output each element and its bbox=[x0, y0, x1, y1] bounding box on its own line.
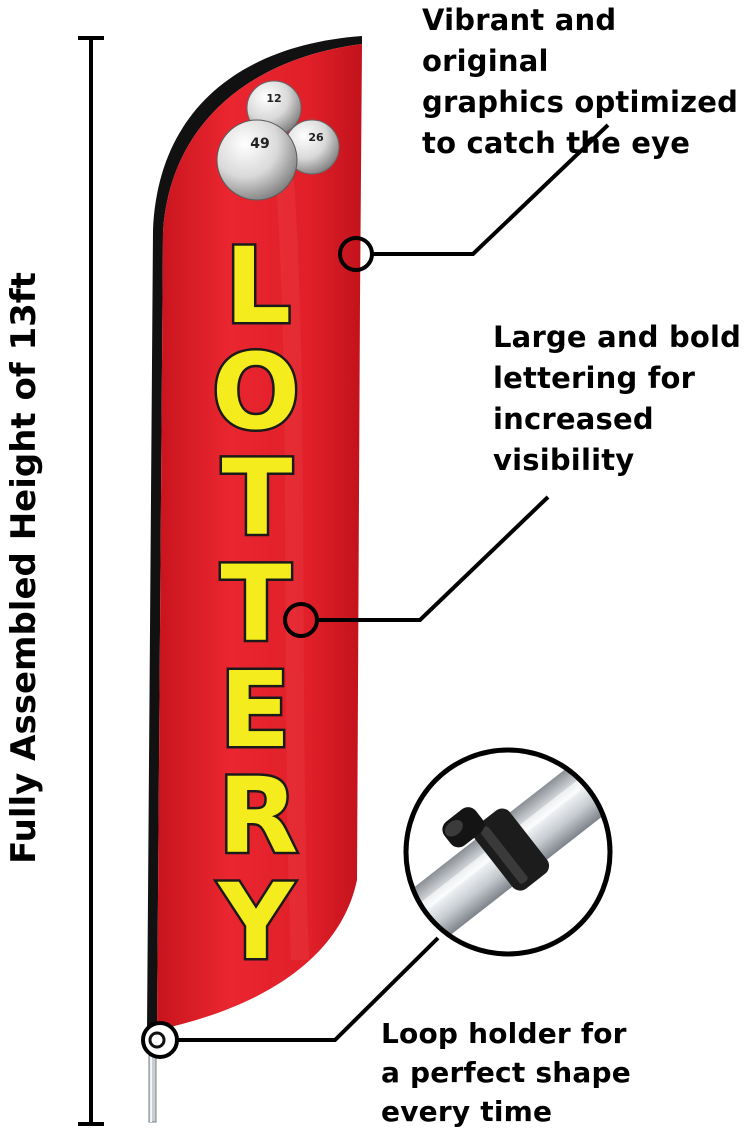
flag-letter: Y bbox=[216, 861, 295, 983]
flag-letter: T bbox=[221, 543, 292, 665]
flag-body bbox=[157, 44, 362, 1030]
lottery-balls-graphic: 12 26 49 bbox=[216, 80, 340, 201]
flag-letter: R bbox=[218, 755, 298, 877]
svg-text:26: 26 bbox=[308, 131, 324, 144]
callout-leader-loop-holder bbox=[141, 936, 440, 1059]
flag-letter: T bbox=[222, 437, 293, 559]
callout-leader-lettering bbox=[283, 495, 550, 638]
callout-loop-holder-text: Loop holder for a perfect shape every ti… bbox=[381, 1017, 631, 1128]
flag-letter: O bbox=[212, 331, 300, 453]
height-dimension-line bbox=[78, 36, 104, 1126]
flag-letter: L bbox=[225, 225, 291, 347]
callout-lettering-text: Large and bold lettering for increased v… bbox=[493, 320, 742, 477]
callout-leader-graphics bbox=[338, 123, 610, 272]
flag-letter: E bbox=[219, 649, 290, 771]
ground-spike bbox=[148, 1049, 157, 1123]
svg-text:49: 49 bbox=[250, 136, 269, 152]
lottery-ball: 49 bbox=[216, 119, 298, 201]
svg-text:12: 12 bbox=[266, 92, 281, 105]
loop-holder-zoom-inset bbox=[403, 747, 613, 957]
flag-lettering: L O T T E R Y bbox=[209, 223, 302, 986]
height-label: Fully Assembled Height of 13ft bbox=[4, 272, 44, 864]
callout-graphics-text: Vibrant and original graphics optimized … bbox=[422, 3, 739, 160]
